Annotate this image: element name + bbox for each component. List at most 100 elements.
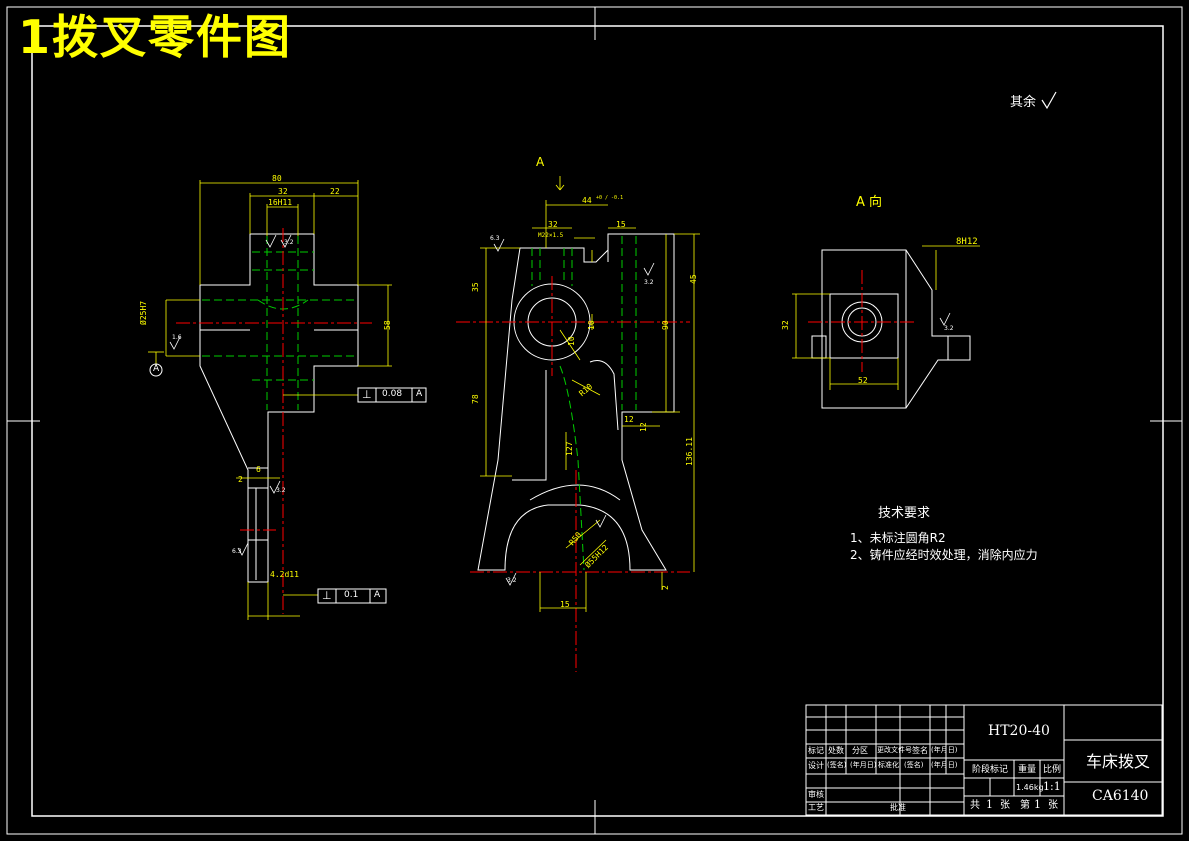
datum-a-symbol (149, 363, 163, 377)
dim-mid-44-tol: +0 / -0.1 (596, 195, 624, 201)
tb-sheet-no: 1 (1034, 798, 1041, 811)
middle-view-centerlines (456, 276, 690, 672)
gdt1-value: 0.08 (382, 389, 403, 399)
dim-mid-m22: M22×1.5 (538, 232, 564, 239)
left-view-centerlines (176, 228, 372, 614)
tb-process: 工艺 (808, 803, 824, 812)
gdt1-datum: A (416, 389, 423, 399)
ra-right-1: 3.2 (944, 325, 954, 332)
tb-weight-label: 重量 (1018, 765, 1037, 775)
tb-sheets-total-label: 共 (970, 800, 980, 811)
tb-sheet-unit-2: 张 (1048, 800, 1058, 811)
dim-mid-15b: 15 (560, 600, 570, 609)
right-view-dimensions (792, 245, 980, 390)
dim-left-2: 2 (238, 475, 243, 484)
dim-right-32: 32 (781, 320, 790, 330)
dim-mid-35: 35 (471, 282, 480, 292)
tb-design-0: 设计 (808, 761, 824, 770)
title-block-part-name: 车床拨叉 (1086, 752, 1151, 771)
right-view (792, 245, 980, 409)
dim-left-58: 58 (383, 320, 392, 330)
dim-left-4-2d11: 4.2d11 (270, 570, 299, 579)
tb-header-3: 更改文件号 (877, 746, 912, 754)
tb-check: 审核 (808, 790, 824, 799)
dim-mid-90: 90 (661, 320, 670, 330)
left-view-dimensions (148, 180, 392, 620)
tb-design-1: (签名) (827, 761, 847, 769)
left-view-roughness-marks (169, 234, 292, 556)
title-block-material: HT20-40 (988, 723, 1050, 739)
dim-mid-45: 45 (689, 274, 698, 284)
tb-approve: 批准 (890, 803, 906, 812)
dim-mid-32: 32 (548, 220, 558, 229)
dim-mid-15: 15 (616, 220, 626, 229)
title-block-drawing-no: CA6140 (1092, 788, 1149, 804)
datum-a-label: A (153, 364, 160, 374)
dim-left-16h11: 16H11 (268, 198, 293, 207)
drawing-frame (6, 6, 1183, 835)
left-view-outline (199, 233, 359, 583)
dim-left-dia25h7: Ø25H7 (139, 300, 148, 325)
tb-scale: 1:1 (1043, 780, 1061, 793)
ra-mid-3: 3.2 (507, 577, 517, 584)
middle-view-dimensions (480, 176, 700, 612)
dim-mid-10: 10 (567, 336, 576, 346)
tb-design-4: (签名) (904, 761, 924, 769)
dim-left-6: 6 (256, 465, 261, 474)
tb-header-1: 处数 (828, 746, 844, 755)
dim-mid-12: 12 (624, 415, 634, 424)
gdt2-symbol: ⊥ (322, 589, 332, 602)
gdt2-value: 0.1 (344, 590, 359, 600)
dim-mid-127: 127 (565, 441, 574, 456)
tb-sheets-total: 1 (986, 798, 993, 811)
gdt1-symbol: ⊥ (362, 388, 372, 401)
tolerance-frames (317, 387, 427, 604)
tb-design-5: (年月日) (931, 761, 958, 769)
tb-header-0: 标记 (808, 746, 824, 755)
view-a-arrow-label: A (536, 155, 545, 169)
roughness-note: 其余 (1010, 95, 1037, 110)
right-view-roughness-mark (939, 312, 951, 326)
tech-req-heading: 技术要求 (878, 506, 931, 521)
dim-mid-44: 44 (582, 196, 592, 205)
dim-mid-2: 2 (661, 585, 670, 590)
tb-header-4: 签名 (912, 746, 928, 755)
gdt2-datum: A (374, 590, 381, 600)
middle-view-roughness-marks (493, 238, 655, 586)
dim-mid-136: 136.11 (685, 437, 694, 466)
tb-scale-label: 比例 (1043, 765, 1062, 775)
tech-req-item-2: 2、铸件应经时效处理，消除内应力 (850, 548, 1038, 562)
dim-left-22: 22 (330, 187, 340, 196)
dim-left-80: 80 (272, 174, 282, 183)
ra-left-3: 3.2 (276, 487, 286, 494)
tb-header-2: 分区 (852, 746, 868, 755)
ra-mid-2: 3.2 (644, 279, 654, 286)
right-view-centerlines (808, 270, 916, 372)
tb-design-2: (年月日) (850, 761, 877, 769)
dim-left-32: 32 (278, 187, 288, 196)
dim-right-8h12: 8H12 (956, 237, 978, 247)
tech-req-item-1: 1、未标注圆角R2 (850, 531, 946, 545)
dim-mid-78: 78 (471, 394, 480, 404)
ra-left-4: 6.3 (232, 548, 242, 555)
tb-header-5: (年月日) (931, 746, 958, 754)
tb-sheet-unit-1: 张 (1000, 800, 1010, 811)
tb-design-3: 标准化 (878, 761, 899, 769)
tb-sheet-no-label: 第 (1020, 800, 1030, 811)
dim-right-52: 52 (858, 376, 868, 385)
ra-left-2: 3.2 (284, 239, 294, 246)
drawing-title: 1拨叉零件图 (18, 10, 293, 64)
middle-view (456, 176, 700, 672)
dim-mid-12b: 12 (639, 422, 648, 432)
view-a-label: A 向 (856, 195, 883, 210)
tb-stage-label: 阶段标记 (972, 765, 1009, 775)
left-view (148, 180, 392, 620)
dim-mid-10b: 10 (587, 320, 596, 330)
roughness-check-icon (1041, 91, 1057, 110)
ra-left-1: 1.6 (172, 334, 182, 341)
ra-mid-1: 6.3 (490, 235, 500, 242)
tb-weight: 1.46kg (1016, 783, 1044, 792)
title-block-grid (805, 704, 1163, 816)
middle-view-hidden-lines (531, 236, 637, 571)
